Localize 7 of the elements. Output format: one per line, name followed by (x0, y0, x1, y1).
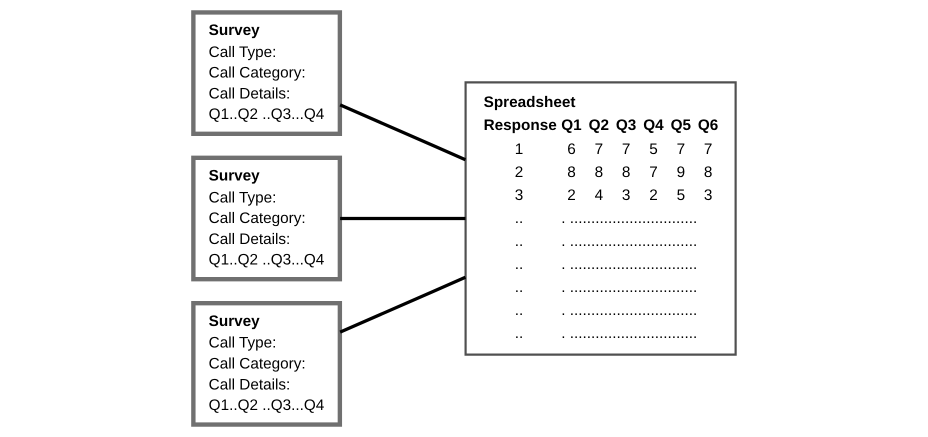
connector (338, 276, 466, 334)
node-box: Survey Call Type: Call Category: Call Details: Q1..Q2 ..Q3...Q4 (190, 10, 342, 136)
connector (340, 216, 465, 220)
connector (338, 103, 466, 162)
node-box: Survey Call Type: Call Category: Call Details: Q1..Q2 ..Q3...Q4 (190, 301, 342, 427)
node-box: Survey Call Type: Call Category: Call Details: Q1..Q2 ..Q3...Q4 (190, 156, 342, 282)
node-box: Spreadsheet Response Q1 Q2 Q3 Q4 Q5 Q6 1 6 7 7 5 7 7 2 8 8 8 7 9 8 3 2 4 3 2 5 3 .. . .............................. .. . .............................. .. . .............................. .. . .............................. .. . .............................. .. . .............................. (464, 81, 736, 356)
